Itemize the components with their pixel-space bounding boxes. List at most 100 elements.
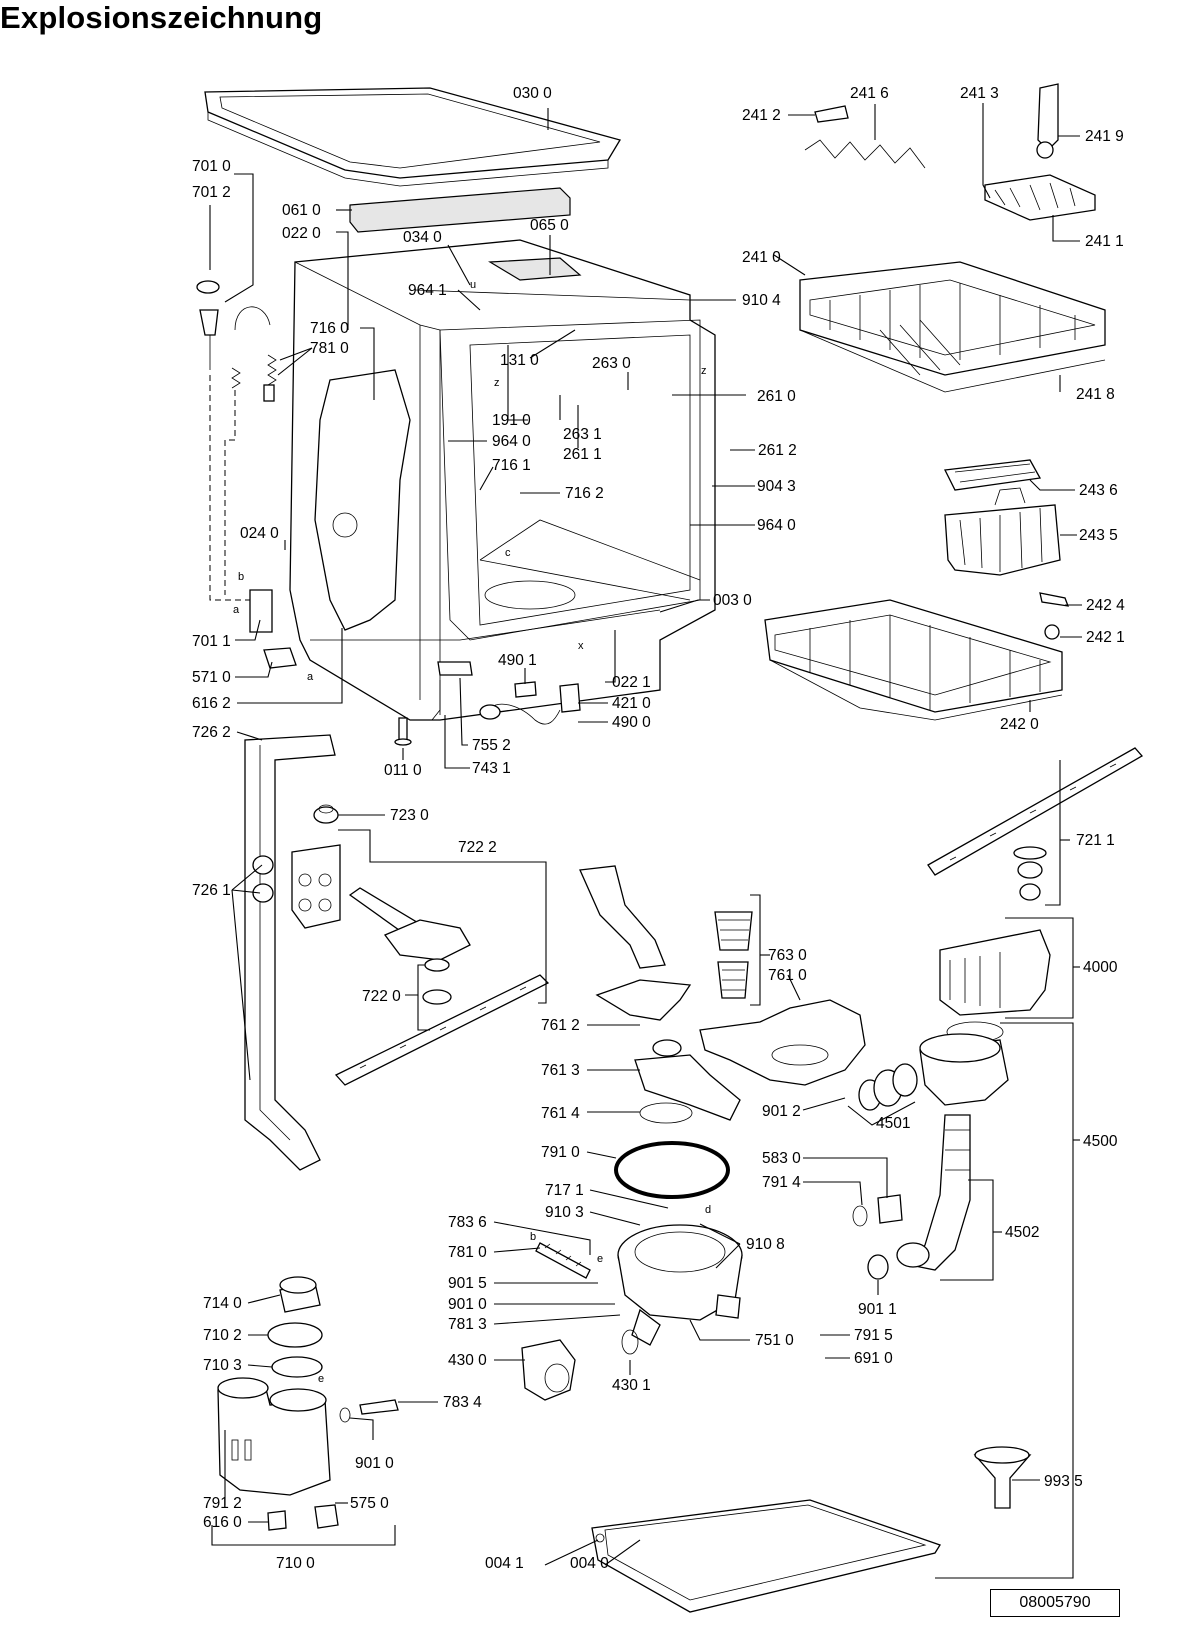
part-label: 701 1 <box>192 633 231 650</box>
part-spray-arm-lower <box>334 974 550 1086</box>
part-label: 761 2 <box>541 1017 580 1034</box>
part-label: 910 8 <box>746 1236 785 1253</box>
part-cutlery-basket <box>944 504 1061 576</box>
part-label: 242 4 <box>1086 597 1125 614</box>
part-label: 011 0 <box>384 762 422 779</box>
part-label: 261 1 <box>563 446 602 463</box>
leader-lines <box>209 103 1082 1579</box>
part-label: 4502 <box>1005 1224 1039 1241</box>
part-label: 726 2 <box>192 724 231 741</box>
part-label: 490 1 <box>498 652 537 669</box>
part-label: 024 0 <box>240 525 279 542</box>
letter-c: c <box>505 547 511 559</box>
letter-e-sump: e <box>597 1253 603 1265</box>
part-label: 191 0 <box>492 412 531 429</box>
part-label: 261 2 <box>758 442 797 459</box>
part-label: 241 8 <box>1076 386 1115 403</box>
part-sump <box>617 1224 743 1346</box>
part-label: 061 0 <box>282 202 321 219</box>
part-label: 761 0 <box>768 967 807 984</box>
part-label: 791 2 <box>203 1495 242 1512</box>
part-label: 261 0 <box>757 388 796 405</box>
part-label: 022 0 <box>282 225 321 242</box>
part-label: 901 0 <box>448 1296 487 1313</box>
part-label: 716 1 <box>492 457 531 474</box>
part-label: 691 0 <box>854 1350 893 1367</box>
part-pump-motor <box>939 929 1051 1043</box>
part-label: 710 0 <box>276 1555 315 1572</box>
part-label: 781 0 <box>310 340 349 357</box>
part-label: 575 0 <box>350 1495 389 1512</box>
part-tub-frame <box>289 239 716 721</box>
part-label: 583 0 <box>762 1150 801 1167</box>
part-label: 701 2 <box>192 184 231 201</box>
part-label: 726 1 <box>192 882 231 899</box>
part-label: 242 0 <box>1000 716 1039 733</box>
part-inlet-hose <box>209 306 271 370</box>
part-label: 034 0 <box>403 229 442 246</box>
part-label: 714 0 <box>203 1295 242 1312</box>
part-label: 421 0 <box>612 695 651 712</box>
document-number: 08005790 <box>990 1589 1120 1617</box>
part-label: 241 3 <box>960 85 999 102</box>
letter-z-right: z <box>701 365 707 377</box>
letter-e-softener: e <box>318 1373 324 1385</box>
part-label: 783 6 <box>448 1214 487 1231</box>
letter-x: x <box>578 640 584 652</box>
letter-b-top: b <box>238 571 244 583</box>
part-top-cover <box>204 87 621 187</box>
part-label: 761 4 <box>541 1105 580 1122</box>
part-label: 030 0 <box>513 85 552 102</box>
part-label: 964 0 <box>492 433 531 450</box>
part-label: 791 0 <box>541 1144 580 1161</box>
part-label: 710 3 <box>203 1357 242 1374</box>
part-label: 901 5 <box>448 1275 487 1292</box>
part-label: 964 0 <box>757 517 796 534</box>
part-label: 721 1 <box>1076 832 1115 849</box>
part-label: 791 4 <box>762 1174 801 1191</box>
part-label: 751 0 <box>755 1332 794 1349</box>
part-label: 243 5 <box>1079 527 1118 544</box>
part-label: 616 0 <box>203 1514 242 1531</box>
part-lower-basket <box>764 599 1063 721</box>
part-number-labels: 030 0 241 6 241 3 241 2 241 9 241 1 701 … <box>192 85 1125 1572</box>
part-label: 004 1 <box>485 1555 524 1572</box>
part-label: 722 2 <box>458 839 497 856</box>
part-label: 430 1 <box>612 1377 651 1394</box>
part-label: 761 3 <box>541 1062 580 1079</box>
part-label: 616 2 <box>192 695 231 712</box>
part-label: 241 1 <box>1085 233 1124 250</box>
part-label: 964 1 <box>408 282 447 299</box>
parts-artwork <box>196 83 1144 1613</box>
part-filter <box>714 911 753 999</box>
part-label: 901 1 <box>858 1301 897 1318</box>
letter-u: u <box>470 279 476 291</box>
part-supply-tubes <box>244 734 336 1171</box>
part-label: 783 4 <box>443 1394 482 1411</box>
part-label: 781 3 <box>448 1316 487 1333</box>
letter-a-left: a <box>233 604 240 616</box>
part-funnel <box>973 1454 1032 1509</box>
part-label: 904 3 <box>757 478 796 495</box>
part-label: 743 1 <box>472 760 511 777</box>
part-label: 701 0 <box>192 158 231 175</box>
part-label: 022 1 <box>612 674 651 691</box>
part-label: 901 0 <box>355 1455 394 1472</box>
part-label: 910 4 <box>742 292 781 309</box>
part-label: 901 2 <box>762 1103 801 1120</box>
part-label: 241 6 <box>850 85 889 102</box>
part-label: 131 0 <box>500 352 539 369</box>
part-label: 241 2 <box>742 107 781 124</box>
part-label: 490 0 <box>612 714 651 731</box>
part-gasket-ring <box>614 1141 730 1199</box>
part-label: 4501 <box>876 1115 910 1132</box>
part-label: 4500 <box>1083 1133 1118 1150</box>
letter-b-bottom: b <box>530 1231 536 1243</box>
part-label: 722 0 <box>362 988 401 1005</box>
part-label: 993 5 <box>1044 1473 1083 1490</box>
part-label: 763 0 <box>768 947 807 964</box>
part-label: 755 2 <box>472 737 511 754</box>
part-label: 4000 <box>1083 959 1118 976</box>
part-label: 242 1 <box>1086 629 1125 646</box>
